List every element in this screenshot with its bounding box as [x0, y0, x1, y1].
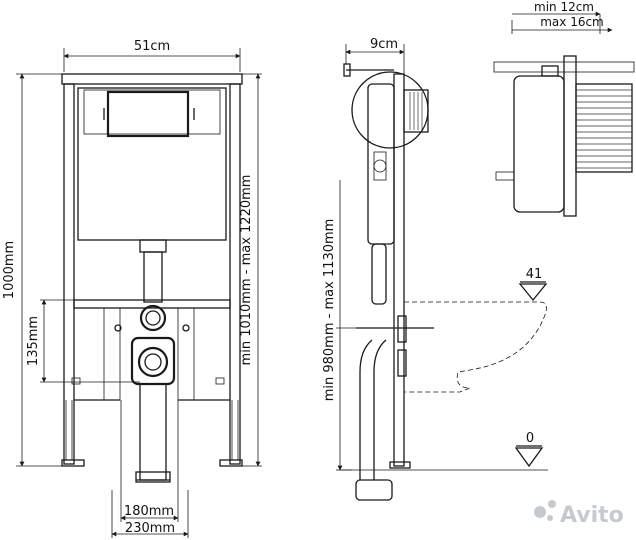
dimension-side-range: min 980mm - max 1130mm [322, 180, 356, 471]
dimension-height: 1000mm [2, 73, 62, 467]
wall-depth-min-label: min 12cm [534, 0, 594, 14]
side-cistern [367, 83, 395, 245]
drain-pipe [139, 383, 167, 481]
frame-left-upright [63, 83, 75, 465]
level-top-label: 41 [526, 267, 543, 282]
side-height-range-label: min 980mm - max 1130mm [322, 219, 337, 402]
detail-wall [563, 55, 577, 217]
left-foot [61, 459, 85, 467]
front-view [61, 73, 243, 483]
cistern-tank [77, 87, 227, 241]
frame-height-label: 1000mm [2, 241, 17, 299]
flush-plate-opening [106, 90, 190, 138]
detail-circle [351, 71, 429, 149]
level-marker-top: 41 [518, 267, 548, 302]
detail-flush-plate [575, 83, 633, 173]
frame-width-label: 51cm [134, 39, 170, 54]
cistern-top-panel [83, 89, 221, 135]
dimension-bottom-widths: 180mm 230mm [111, 400, 189, 538]
toilet-bowl-outline [404, 301, 547, 393]
frame-crossbar [73, 299, 231, 309]
width-180-label: 180mm [124, 504, 174, 519]
right-foot [219, 459, 243, 467]
wall-depth-max-label: max 16cm [540, 15, 604, 29]
level-floor-label: 0 [526, 431, 534, 446]
detail-view [493, 55, 635, 217]
dimension-drain-height: 135mm [26, 299, 140, 383]
dimension-depth: 9cm [345, 37, 405, 74]
frame-top-rail [61, 73, 243, 85]
flush-pipe-connector [139, 239, 167, 253]
side-drain-outlet [355, 479, 393, 501]
avito-watermark-text: Avito [560, 503, 624, 528]
avito-watermark: Avito [534, 500, 624, 528]
dimension-width: 51cm [63, 39, 241, 72]
frame-right-upright [229, 83, 241, 465]
installation-height-label: min 1010mm - max 1220mm [239, 175, 254, 366]
dimension-wall-depth: min 12cm max 16cm [511, 0, 613, 34]
flush-outlet-ring [139, 304, 167, 332]
level-marker-floor: 0 [514, 431, 544, 468]
frame-depth-label: 9cm [370, 37, 398, 52]
flush-pipe [143, 251, 163, 303]
side-view [340, 63, 548, 501]
drain-height-label: 135mm [26, 316, 41, 366]
drain-outlet [137, 346, 169, 378]
detail-cistern [513, 75, 565, 213]
side-frame-upright [393, 73, 405, 467]
dimension-installation-range: min 1010mm - max 1220mm [239, 73, 262, 467]
width-230-label: 230mm [125, 521, 175, 536]
